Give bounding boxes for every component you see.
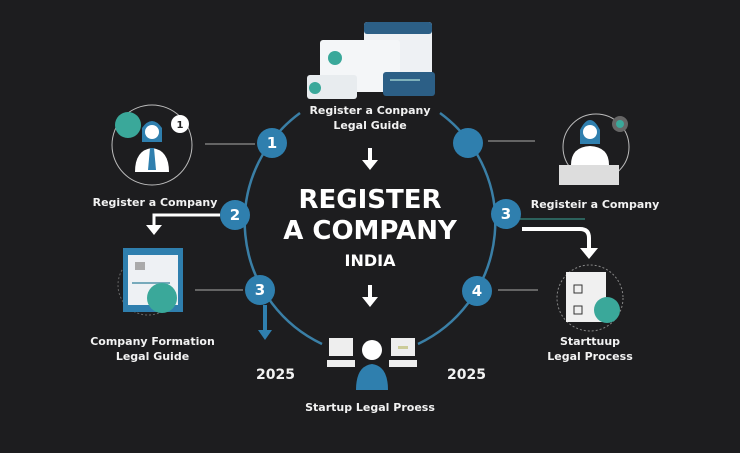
title-line2: A COMPANY [283,216,457,246]
step-node-right-3[interactable]: 3 [491,199,521,229]
step-node-2[interactable]: 2 [220,200,250,230]
bottom-item-label: Startup Legal Proess [305,401,435,414]
legal-documents-icon [556,264,624,332]
businesswoman-icon: 1 [111,104,193,186]
step-node-3[interactable]: 3 [245,275,275,305]
left-item-2-label: Company Formation Legal Guide [80,334,225,364]
left-item-1-label: Register a Company [92,196,218,209]
year-left: 2025 [256,367,295,383]
flow-arrows [146,148,598,307]
step-node-right-top[interactable] [453,128,483,158]
title-line1: REGISTER [298,185,442,215]
year-right: 2025 [447,367,486,383]
right-item-2-line2: Legal Process [547,350,633,363]
top-card-label-line2: Legal Guide [333,119,407,132]
top-card-label: Register a Conpany Legal Guide [290,103,450,133]
step-node-4[interactable]: 4 [462,276,492,306]
document-folder-icon [117,248,183,316]
right-item-2-label: Starttuup Legal Process [530,334,650,364]
title-line3: INDIA [344,251,396,270]
left-item-2-line1: Company Formation [90,335,215,348]
receptionist-icon [559,113,630,185]
businessman-desk-icon [327,338,417,390]
top-card-label-line1: Register a Conpany [309,104,431,117]
svg-text:1: 1 [177,120,184,131]
right-item-1-label: Registeir a Company [530,198,660,211]
connector-arrows [195,140,538,291]
left-item-2-line2: Legal Guide [115,350,190,363]
step-node-1[interactable]: 1 [257,128,287,158]
browser-window-icon [307,22,435,99]
right-item-2-line1: Starttuup [559,335,621,348]
